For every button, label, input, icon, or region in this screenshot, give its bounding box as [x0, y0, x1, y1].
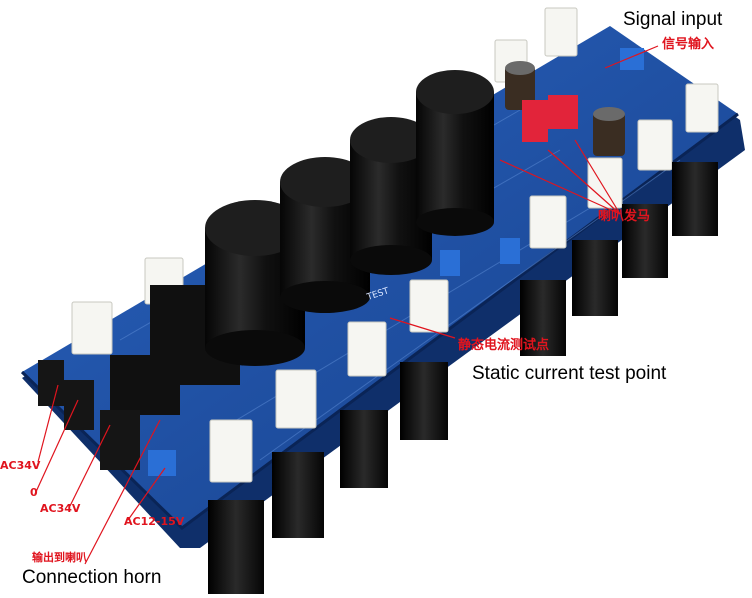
test-point-cn-label: 静态电流测试点 — [458, 338, 550, 353]
terminal-blocks — [38, 360, 140, 470]
connection-horn-label: Connection horn — [22, 567, 162, 588]
small-capacitors — [505, 61, 625, 156]
annotation-lines — [34, 45, 659, 565]
red-trimmers — [522, 95, 578, 142]
output-cn-label: 输出到喇叭 — [32, 551, 87, 564]
capacitor-4 — [416, 70, 494, 236]
front-power-resistors — [209, 83, 719, 483]
signal-input-cn-label: 信号输入 — [662, 37, 715, 52]
ac34v-top-label: AC34V — [0, 459, 41, 472]
static-current-label: Static current test point — [472, 363, 667, 384]
ac34v-bottom-label: AC34V — [40, 502, 81, 515]
filter-capacitors — [205, 70, 494, 366]
zero-label: 0 — [30, 486, 38, 499]
ac12-label: AC12-15V — [124, 515, 185, 528]
rear-power-resistors — [71, 7, 578, 355]
speaker-cn-label: 喇叭发马 — [598, 209, 651, 224]
signal-input-label: Signal input — [623, 9, 723, 30]
power-transistors — [208, 162, 718, 594]
blue-components — [148, 48, 644, 476]
